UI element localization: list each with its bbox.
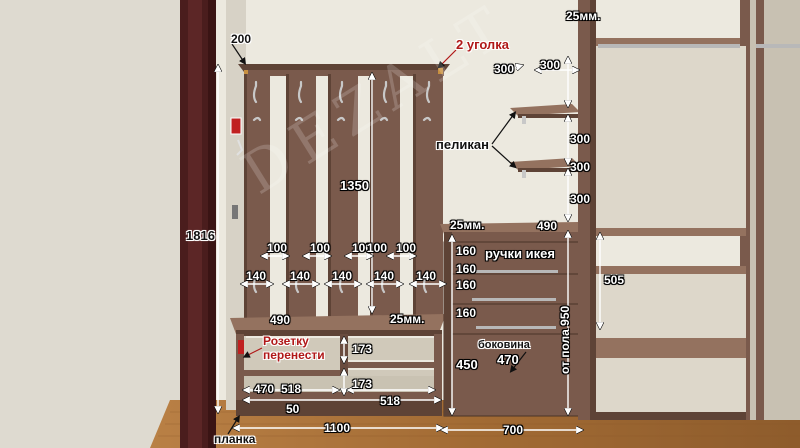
label-wardrobe-top-thickness: 25мм. [566,9,601,23]
label-shelf-gap-top: 300 [570,132,591,146]
label-cubby-h-1: 173 [352,342,373,356]
label-total-height: 1816 [186,228,215,243]
label-side-panel-depth: 470 [497,352,519,367]
floating-shelf-bottom [510,158,580,178]
label-drawer-4: 160 [456,306,477,320]
label-shelf-width: 300 [540,58,561,72]
label-shelf-gap-bottom: 300 [570,192,591,206]
label-bench-inner-depth: 470 [254,382,275,396]
label-bench-depth: 490 [270,313,291,327]
label-plinth-height: 450 [456,357,478,372]
label-board-w-2: 140 [290,269,311,283]
label-drawer-unit-width: 700 [503,423,524,437]
label-board-gap-4: 100 [367,241,388,255]
clothes-rail-icon [598,44,740,48]
hook-board-top-bar [238,64,450,76]
label-board-gap-5: 100 [396,241,417,255]
label-bench-inner-width-2: 518 [380,394,401,408]
label-board-gap-3: 100 [352,241,373,255]
label-wardrobe-section: 505 [604,273,625,287]
shelf-bracket-icon [522,116,526,124]
floating-shelf-top [510,104,580,124]
bench-socket [238,340,244,354]
label-shelf-depth: 300 [494,62,515,76]
label-board-gap-1: 100 [267,241,288,255]
label-board-w-5: 140 [416,269,437,283]
label-drawer-unit-depth: 490 [537,219,558,233]
wall-left-shade [0,0,180,448]
label-plinth-strip: планка [214,432,256,446]
drawer-handle-icon [468,270,558,329]
small-switch [232,205,238,219]
label-from-floor: от пола 950 [558,305,572,374]
label-board-w-1: 140 [246,269,267,283]
label-socket-move-2: перенести [263,348,325,362]
label-board-gap-2: 100 [310,241,331,255]
dimension-lines [218,60,600,430]
label-cubby-h-2: 173 [352,377,373,391]
light-switch-icon [236,139,244,156]
label-ikea-handles: ручки икея [485,246,555,261]
corner-bracket-right [438,68,443,78]
label-board-height: 1350 [340,178,369,193]
label-drawer-top-thickness: 25мм. [450,218,485,232]
label-drawer-2: 160 [456,262,477,276]
label-board-w-3: 140 [332,269,353,283]
label-plinth-gap: 50 [286,402,300,416]
callout-lines [227,43,527,435]
label-drawer-3: 160 [456,278,477,292]
label-shelf-gap-mid: 300 [570,160,591,174]
label-socket-move-1: Розетку [263,334,309,348]
label-bench-top-thickness: 25мм. [390,312,425,326]
label-bench-width: 1100 [324,421,351,435]
label-hooks-depth: 200 [231,32,252,46]
label-corner-brackets: 2 уголка [456,37,509,52]
label-side-panel: боковина [478,339,530,351]
door-frame [180,0,216,448]
wardrobe [578,0,800,420]
label-bench-inner-width-1: 518 [281,382,302,396]
label-board-w-4: 140 [374,269,395,283]
label-drawer-1: 160 [456,244,477,258]
wall-socket-icon [230,117,242,135]
label-pelican: пеликан [436,137,489,152]
